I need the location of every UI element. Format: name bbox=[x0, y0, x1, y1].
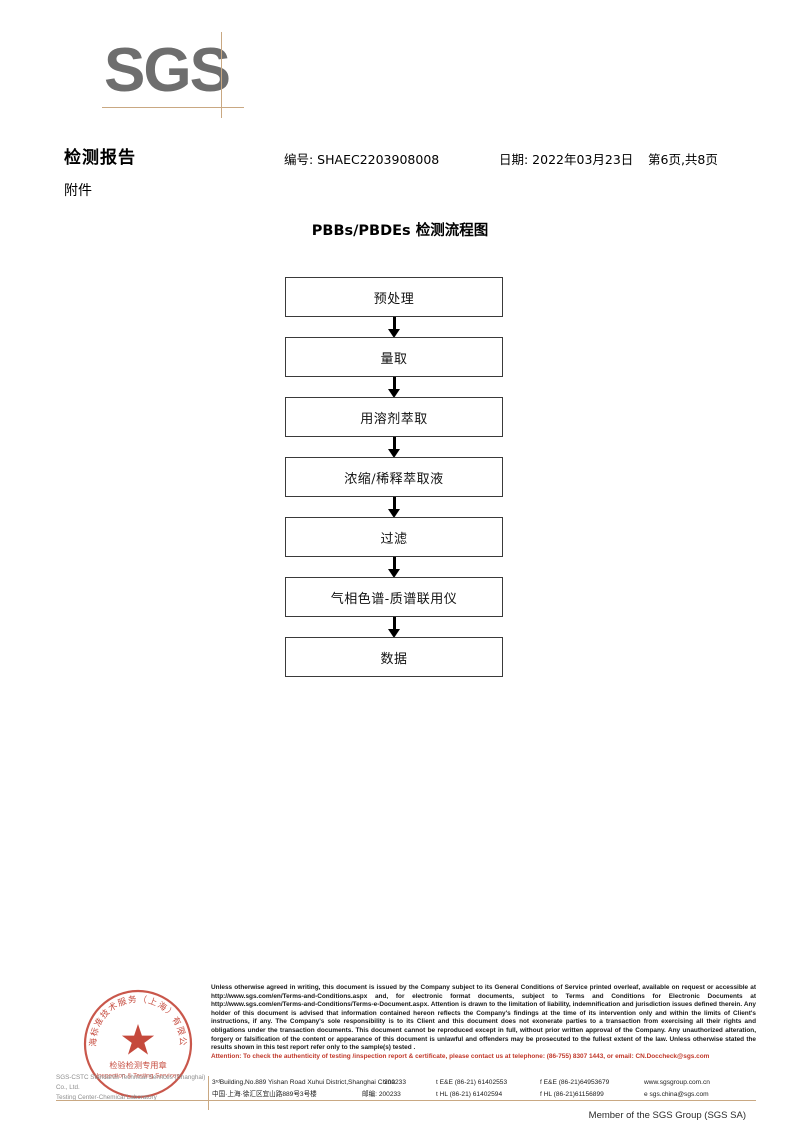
flow-box-label: 预处理 bbox=[285, 277, 503, 317]
footer-address-block: 3ʳᵈBuilding,No.889 Yishan Road Xuhui Dis… bbox=[212, 1077, 772, 1100]
legal-body-text: Unless otherwise agreed in writing, this… bbox=[211, 984, 756, 1052]
flow-step: 预处理 bbox=[285, 277, 503, 317]
svg-text:检验检测专用章: 检验检测专用章 bbox=[109, 1060, 166, 1070]
address-tel-ee: t E&E (86-21) 61402553 bbox=[436, 1079, 508, 1086]
svg-text:Inspection & Testing Services: Inspection & Testing Services bbox=[96, 1073, 179, 1080]
address-website: www.sgsgroup.com.cn bbox=[644, 1079, 710, 1086]
flow-arrow-icon bbox=[285, 617, 503, 638]
sgs-logo: SGS bbox=[102, 32, 244, 118]
flowchart-title: PBBs/PBDEs 检测流程图 bbox=[311, 223, 489, 239]
logo-vertical-rule bbox=[221, 32, 222, 118]
sgs-logo-text: SGS bbox=[104, 36, 231, 105]
address-tel-hl: t HL (86-21) 61402594 bbox=[436, 1090, 503, 1098]
member-of-group-line: Member of the SGS Group (SGS SA) bbox=[588, 1110, 746, 1121]
address-street-cn: 中国·上海·徐汇区宜山路889号3号楼 bbox=[212, 1090, 317, 1098]
address-email: e sgs.china@sgs.com bbox=[644, 1090, 709, 1098]
address-street-en: 3ʳᵈBuilding,No.889 Yishan Road Xuhui Dis… bbox=[212, 1079, 395, 1086]
footer-horizontal-divider bbox=[56, 1100, 756, 1102]
company-seal-stamp: 上海标准技术服务（上海）有限公司 检验检测专用章 Inspection & Te… bbox=[82, 988, 194, 1100]
report-number: 编号: SHAEC2203908008 bbox=[284, 152, 440, 167]
attachment-label: 附件 bbox=[64, 183, 92, 199]
seal-caption: SGS-CSTC Standards Technical Services (S… bbox=[56, 1073, 216, 1103]
flow-arrow-icon bbox=[285, 317, 503, 338]
attention-notice: Attention: To check the authenticity of … bbox=[211, 1052, 710, 1060]
report-date: 日期: 2022年03月23日 bbox=[499, 152, 634, 167]
address-fax-ee: f E&E (86-21)64953679 bbox=[540, 1079, 610, 1086]
footer-vertical-divider bbox=[208, 1076, 210, 1110]
address-fax-hl: f HL (86-21)61156899 bbox=[540, 1090, 604, 1098]
address-zip-en: 200233 bbox=[384, 1079, 407, 1086]
flow-arrow-icon bbox=[285, 497, 503, 518]
flow-box-label: 浓缩/稀释萃取液 bbox=[285, 457, 503, 497]
flow-box-label: 数据 bbox=[285, 637, 503, 677]
seal-caption-line2: Testing Center-Chemical Laboratory bbox=[56, 1094, 157, 1101]
flowchart: 预处理 量取 用溶剂萃取 浓缩/稀释萃取液 过滤 气相色谱- bbox=[285, 277, 503, 677]
address-row-en: 3ʳᵈBuilding,No.889 Yishan Road Xuhui Dis… bbox=[212, 1077, 772, 1089]
logo-horizontal-rule bbox=[102, 107, 244, 108]
page-title: 检测报告 bbox=[64, 148, 136, 168]
flow-step: 用溶剂萃取 bbox=[285, 397, 503, 437]
flow-box-label: 量取 bbox=[285, 337, 503, 377]
flow-step: 量取 bbox=[285, 337, 503, 377]
flow-arrow-icon bbox=[285, 377, 503, 398]
flow-step: 气相色谱-质谱联用仪 bbox=[285, 577, 503, 617]
flow-arrow-icon bbox=[285, 437, 503, 458]
legal-disclaimer: Unless otherwise agreed in writing, this… bbox=[211, 984, 756, 1061]
flow-step: 数据 bbox=[285, 637, 503, 677]
flow-box-label: 过滤 bbox=[285, 517, 503, 557]
flow-box-label: 用溶剂萃取 bbox=[285, 397, 503, 437]
seal-caption-line1: SGS-CSTC Standards Technical Services (S… bbox=[56, 1074, 206, 1091]
address-zip-cn: 邮编: 200233 bbox=[362, 1090, 401, 1098]
flow-box-label: 气相色谱-质谱联用仪 bbox=[285, 577, 503, 617]
flow-step: 过滤 bbox=[285, 517, 503, 557]
page-number: 第6页,共8页 bbox=[648, 152, 718, 167]
address-row-cn: 中国·上海·徐汇区宜山路889号3号楼 邮编: 200233 t HL (86-… bbox=[212, 1089, 772, 1101]
flow-step: 浓缩/稀释萃取液 bbox=[285, 457, 503, 497]
flow-arrow-icon bbox=[285, 557, 503, 578]
